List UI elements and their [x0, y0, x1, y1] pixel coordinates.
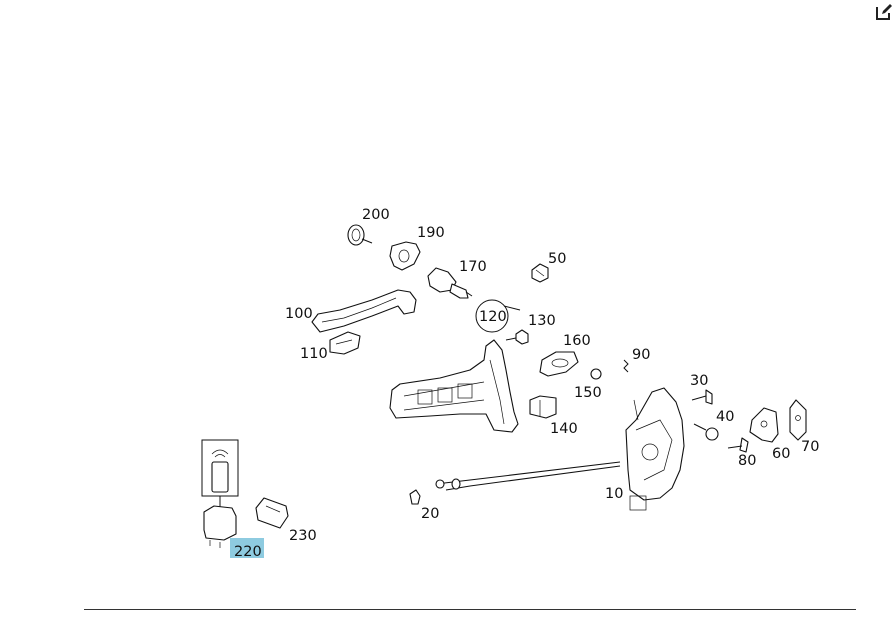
callout-110[interactable]: 110 [300, 346, 328, 362]
callout-80[interactable]: 80 [738, 453, 756, 469]
callout-20[interactable]: 20 [421, 506, 439, 522]
part-220-drawing [203, 505, 237, 548]
callout-150[interactable]: 150 [574, 385, 602, 401]
remote-key-drawing [201, 439, 239, 508]
callout-220-highlight [230, 538, 264, 558]
footer-divider [84, 609, 856, 610]
callout-190[interactable]: 190 [417, 225, 445, 241]
callout-140[interactable]: 140 [550, 421, 578, 437]
callout-60[interactable]: 60 [772, 446, 790, 462]
callout-120[interactable]: 120 [479, 309, 507, 325]
part-110-drawing [329, 331, 361, 355]
callout-220[interactable]: 220 [234, 544, 262, 560]
part-130-drawing [505, 329, 529, 345]
part-80-drawing [727, 437, 749, 453]
part-70-drawing [789, 399, 807, 441]
callout-170[interactable]: 170 [459, 259, 487, 275]
callout-100[interactable]: 100 [285, 306, 313, 322]
part-50-drawing [531, 263, 549, 283]
callout-200[interactable]: 200 [362, 207, 390, 223]
part-120-drawing [475, 299, 521, 333]
callout-90[interactable]: 90 [632, 347, 650, 363]
part-160-drawing [539, 351, 579, 377]
cable-drawing [435, 461, 621, 491]
part-40-drawing [693, 423, 719, 441]
callout-40[interactable]: 40 [716, 409, 734, 425]
edit-button[interactable] [874, 2, 894, 22]
part-20-drawing [409, 489, 421, 505]
part-60-drawing [749, 407, 779, 443]
part-140-drawing [529, 395, 557, 419]
callout-10[interactable]: 10 [605, 486, 623, 502]
part-30-drawing [691, 389, 713, 405]
carrier-frame-drawing [389, 339, 519, 433]
part-150-drawing [590, 368, 602, 380]
callout-130[interactable]: 130 [528, 313, 556, 329]
part-100-drawing [311, 289, 417, 333]
part-200-drawing [347, 224, 373, 246]
callout-160[interactable]: 160 [563, 333, 591, 349]
callout-230[interactable]: 230 [289, 528, 317, 544]
part-190-drawing [389, 241, 421, 271]
edit-icon [876, 4, 892, 20]
part-170-drawing [427, 267, 473, 299]
part-10-drawing [625, 387, 685, 511]
callout-50[interactable]: 50 [548, 251, 566, 267]
part-90-drawing [623, 359, 629, 373]
callout-70[interactable]: 70 [801, 439, 819, 455]
callout-30[interactable]: 30 [690, 373, 708, 389]
part-230-drawing [255, 497, 289, 529]
